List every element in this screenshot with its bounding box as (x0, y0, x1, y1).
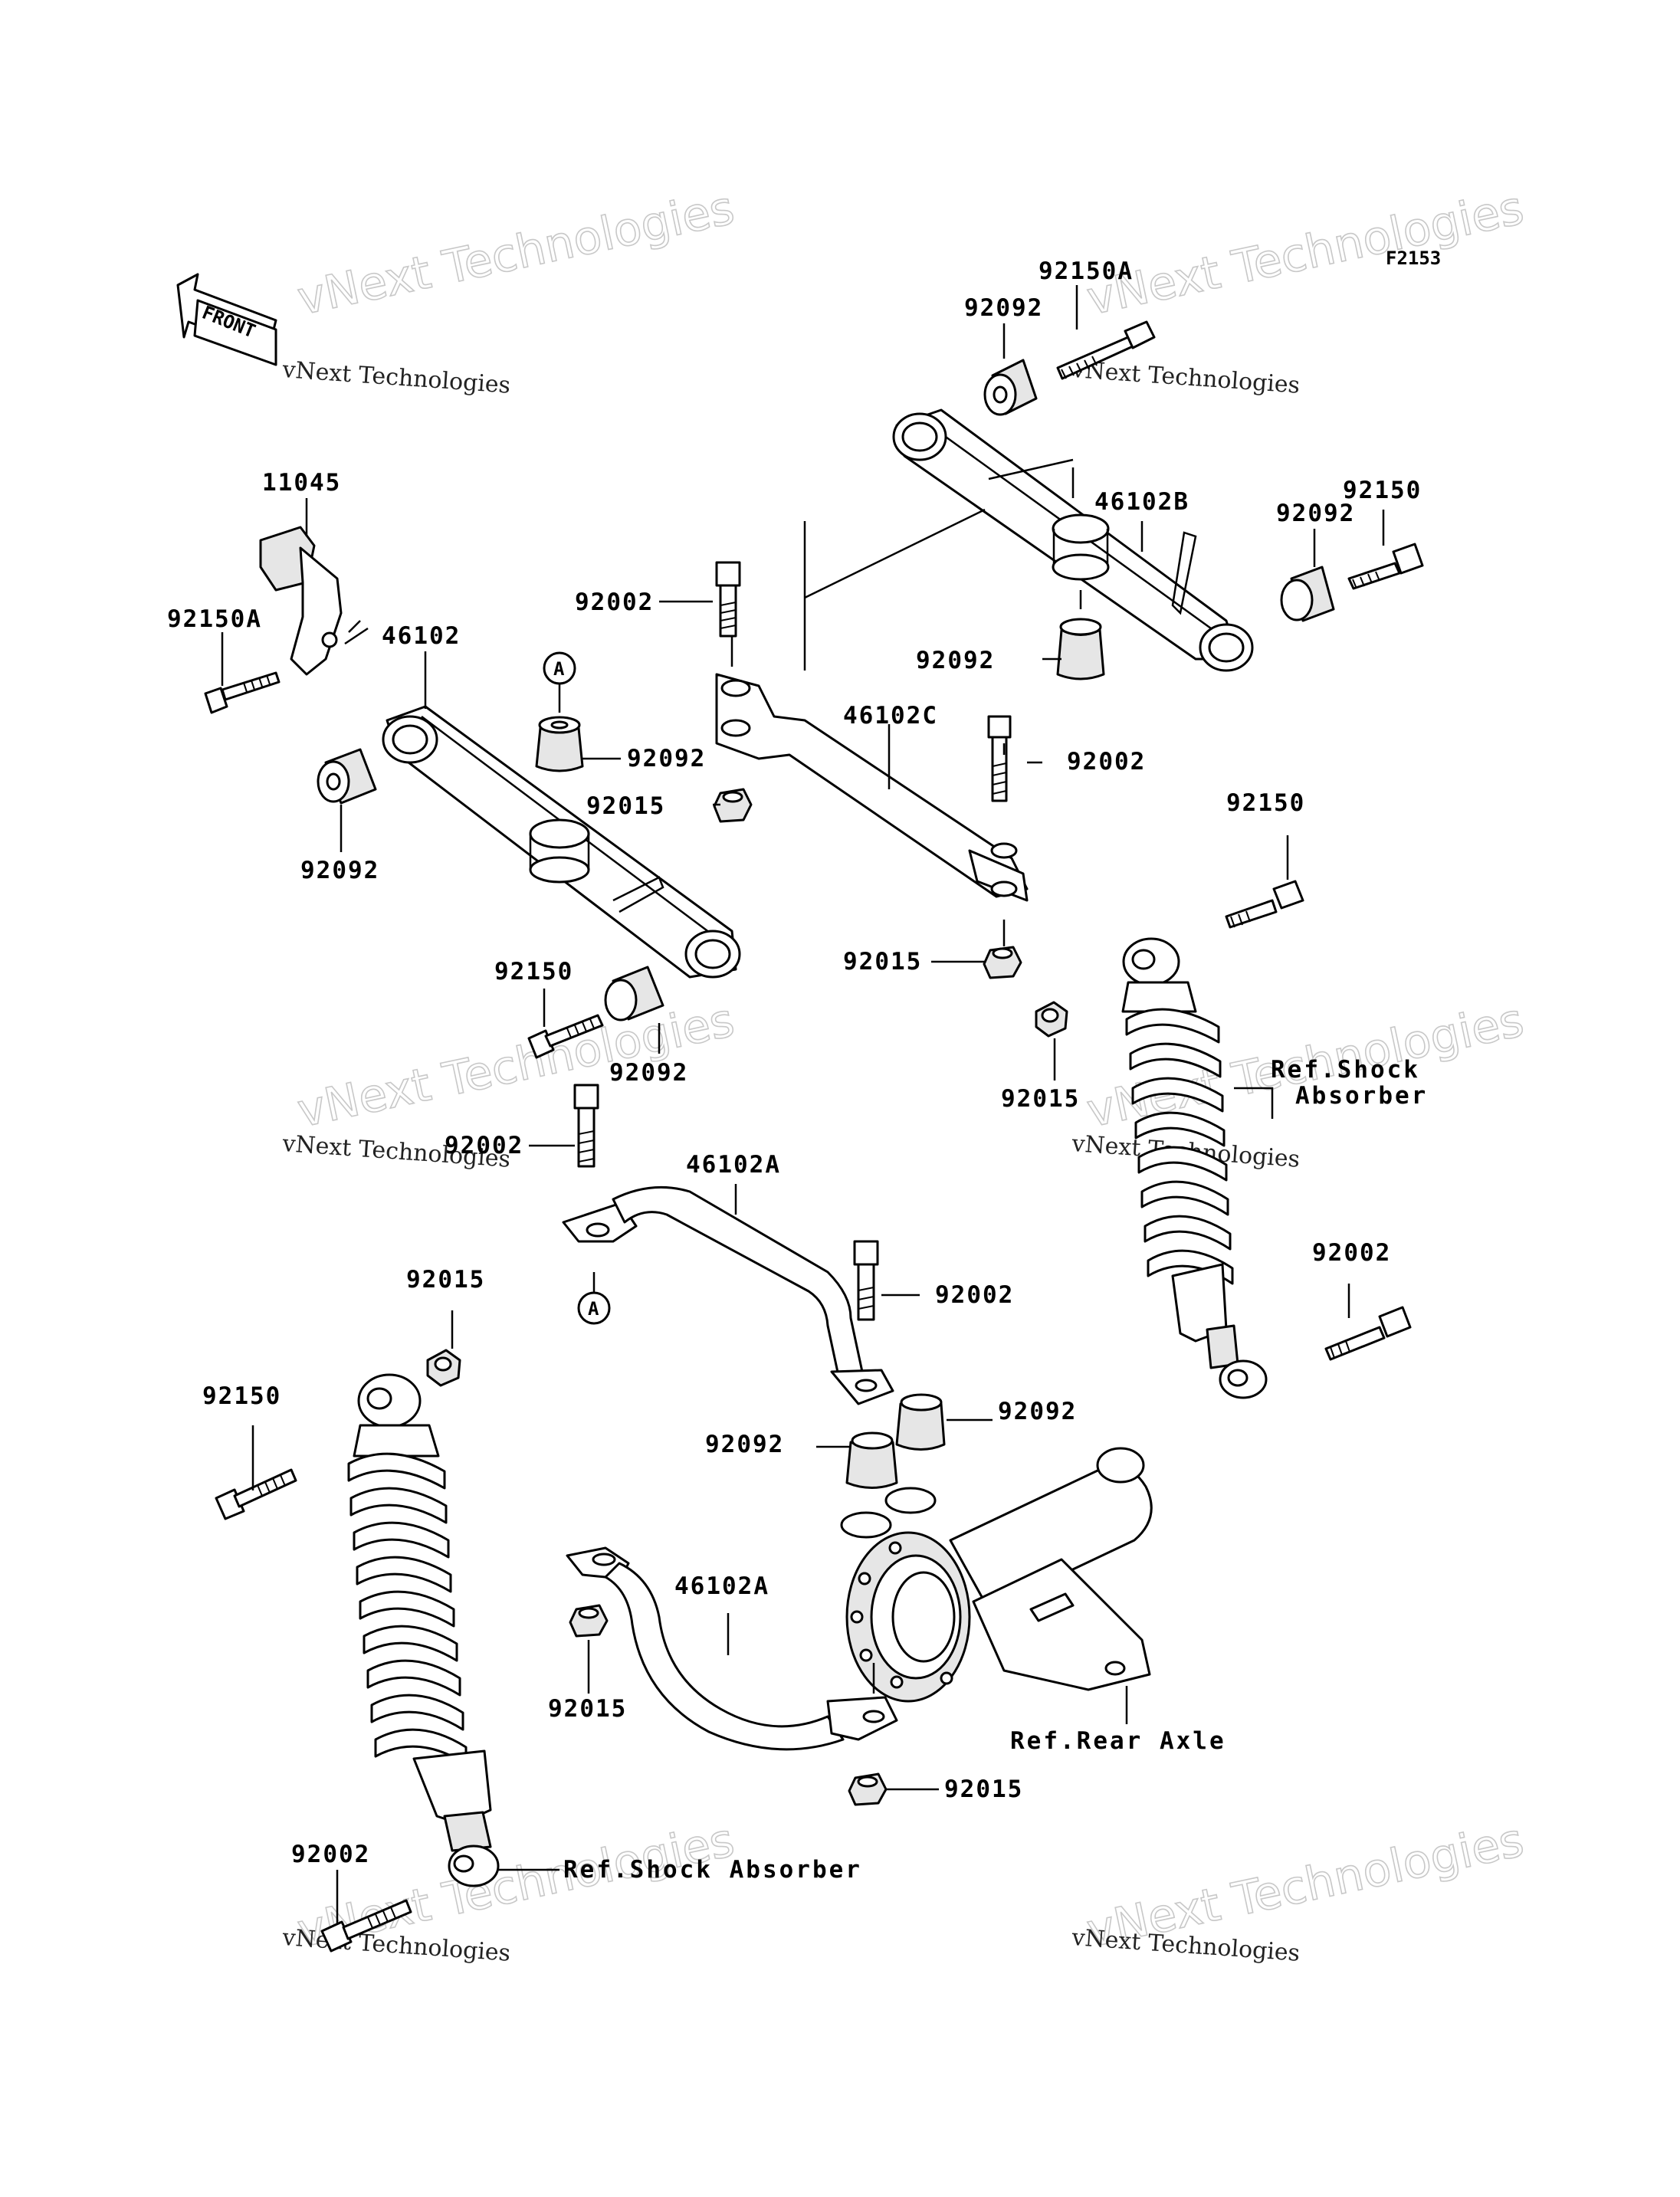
label-11045: 11045 (262, 469, 341, 497)
shock-absorber-right (1121, 937, 1268, 1399)
watermark-text: vNext Technologies (1082, 181, 1528, 326)
leader-lines (221, 285, 1385, 1923)
label-92150-topright: 92150 (1343, 477, 1422, 504)
bolt-92150-lshock (215, 1468, 297, 1520)
bolt-92002-rshock (1324, 1306, 1412, 1361)
bushing-92092-axle-right (895, 1393, 946, 1451)
nut-92015-bottom (848, 1772, 888, 1806)
figure-code: F2153 (1386, 248, 1441, 269)
label-92150-lshock: 92150 (202, 1382, 281, 1410)
label-92002-top: 92002 (575, 589, 654, 616)
label-92092-under: 92092 (916, 647, 995, 674)
label-92092-low: 92092 (609, 1059, 688, 1087)
marker-a-low-label: A (588, 1298, 599, 1320)
label-92015-low: 92015 (548, 1695, 627, 1723)
bushing-92092-left (317, 748, 377, 805)
label-46102a-upper: 46102A (686, 1151, 781, 1179)
bolt-92150-topright (1347, 543, 1424, 590)
marker-a-top: A (543, 651, 576, 685)
marker-a-low: A (577, 1291, 611, 1325)
label-92015-mid: 92015 (586, 792, 665, 820)
label-92015-rshock: 92015 (1001, 1085, 1080, 1113)
label-92002-c: 92002 (1067, 748, 1146, 776)
nut-92015-mid (713, 788, 753, 823)
bushing-92092-low (604, 966, 664, 1021)
nut-92015-c (983, 946, 1022, 979)
label-ref-rear-axle: Ref.Rear Axle (1010, 1727, 1226, 1755)
bolt-92150a-left (204, 671, 281, 714)
label-92002-bottom: 92002 (291, 1841, 370, 1868)
marker-a-top-label: A (553, 658, 565, 680)
label-92015-lshock: 92015 (406, 1266, 485, 1294)
spring-coils (347, 1452, 468, 1766)
nut-92015-rshock (1035, 1001, 1068, 1038)
bar-46102a-lower (566, 1546, 898, 1751)
label-92002-a: 92002 (445, 1132, 523, 1159)
label-92015-c: 92015 (843, 948, 922, 976)
label-92002-a2: 92002 (935, 1281, 1014, 1309)
watermark-small: vNext Technologies (281, 356, 511, 399)
label-92092-left: 92092 (300, 857, 379, 884)
bushing-92092-under (1056, 618, 1105, 680)
bolt-92150-mid (527, 1014, 604, 1059)
bracket-11045 (259, 526, 369, 676)
bushing-92092-axle-left (845, 1431, 898, 1489)
bolt-92150-rshock (1225, 880, 1304, 929)
label-ref-shock-bottom: Ref.Shock Absorber (563, 1856, 862, 1884)
part-labels: 92150A 92092 46102B 92150 92092 92092 11… (167, 257, 1428, 1884)
label-46102: 46102 (382, 622, 461, 650)
bolt-92002-bottom (320, 1899, 412, 1953)
nut-92015-low (569, 1604, 609, 1638)
label-46102a-lower: 46102A (674, 1572, 769, 1600)
label-92150-rshock: 92150 (1226, 789, 1305, 817)
label-92092-mid: 92092 (627, 745, 706, 772)
label-92150-mid: 92150 (494, 958, 573, 985)
arm-46102b (892, 408, 1254, 672)
label-92092-axle-left: 92092 (705, 1431, 784, 1458)
shock-absorber-left (347, 1373, 500, 1887)
label-92150a-left: 92150A (167, 605, 262, 633)
label-92092-top: 92092 (964, 294, 1043, 322)
label-92092-axle-right: 92092 (998, 1398, 1077, 1425)
bushing-92092-mid (535, 716, 584, 772)
bolt-92002-a (573, 1084, 599, 1168)
label-92092-right: 92092 (1276, 500, 1355, 527)
bolt-92002-a2 (853, 1240, 879, 1321)
front-arrow-icon: FRONT (176, 273, 277, 366)
bolt-92002-c (987, 715, 1012, 802)
watermark-text: vNext Technologies (293, 181, 739, 326)
bar-46102a-upper (562, 1185, 894, 1405)
label-46102b: 46102B (1094, 488, 1189, 516)
bolt-92002-top (715, 561, 741, 638)
label-ref-shock-right-2: Absorber (1295, 1082, 1428, 1110)
bushing-92092-top (983, 359, 1038, 416)
label-92002-rshock: 92002 (1312, 1239, 1391, 1267)
bushing-92092-right (1280, 566, 1335, 622)
rear-axle (845, 1447, 1153, 1703)
spring-coils (1125, 1008, 1234, 1285)
nut-92015-lshock (426, 1349, 461, 1387)
bolt-92150a-top (1056, 320, 1156, 380)
link-46102c (715, 673, 1029, 902)
washer-rings (840, 1487, 937, 1539)
watermark-small: vNext Technologies (1070, 356, 1301, 399)
label-ref-shock-right-1: Ref.Shock (1271, 1056, 1420, 1084)
label-46102c: 46102C (843, 702, 938, 730)
label-92015-bottom: 92015 (944, 1776, 1023, 1803)
label-92150a-top: 92150A (1039, 257, 1134, 285)
